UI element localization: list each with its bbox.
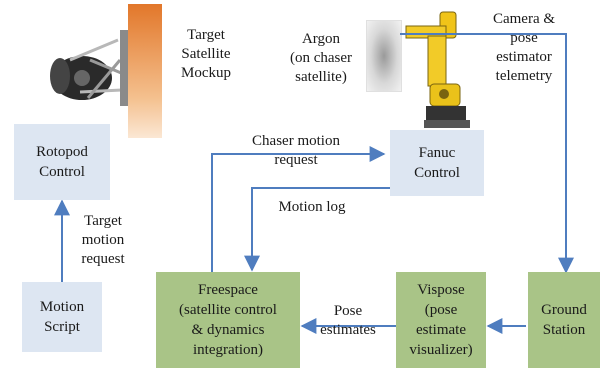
fanuc-control-box: Fanuc Control: [390, 130, 484, 196]
target-satellite-image: [128, 4, 162, 138]
argon-label: Argon (on chaser satellite): [289, 31, 353, 85]
argon-camera-image: [366, 20, 402, 92]
rotopod-image: [40, 20, 140, 116]
camera-telemetry-arrow: [400, 33, 574, 274]
fanuc-robot-image: [400, 10, 480, 130]
motion-log-label: Motion log: [278, 199, 346, 215]
rotopod-control-box: Rotopod Control: [14, 124, 110, 200]
vispose-box: Vispose (pose estimate visualizer): [396, 272, 486, 368]
chaser-motion-request-label: Chaser motion request: [252, 133, 340, 168]
motion-log-arrow: [244, 187, 392, 272]
motion-script-box: Motion Script: [22, 282, 102, 352]
ground-station-box: Ground Station: [528, 272, 600, 368]
target-satellite-label: Target Satellite Mockup: [181, 27, 231, 81]
chaser-motion-request-arrow: [211, 146, 386, 274]
camera-telemetry-label: Camera & pose estimator telemetry: [492, 11, 556, 84]
target-motion-request-label: Target motion request: [81, 213, 125, 267]
freespace-box: Freespace (satellite control & dynamics …: [156, 272, 300, 368]
pose-estimates-label: Pose estimates: [320, 303, 376, 338]
